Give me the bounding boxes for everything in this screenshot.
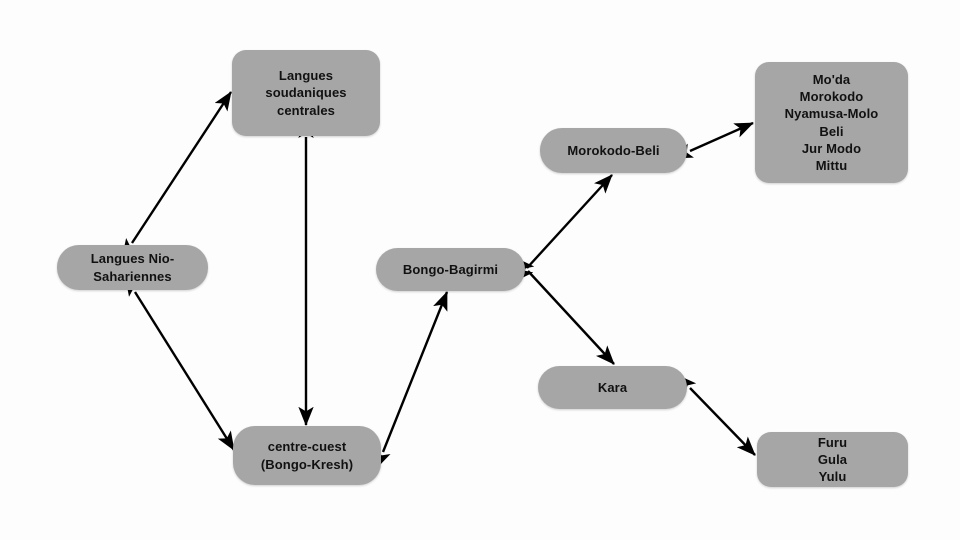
node-morokodo-beli[interactable]: Morokodo-Beli xyxy=(540,128,687,173)
node-label-kara: Kara xyxy=(597,379,628,395)
edge-kara-to-furu-group xyxy=(677,374,756,456)
edge-morokodo-beli-to-moda-group xyxy=(673,121,754,159)
node-langues-soudaniques-centrales[interactable]: Langues soudaniques centrales xyxy=(232,50,380,136)
node-label-bongo-bagirmi: Bongo-Bagirmi xyxy=(402,261,499,277)
node-moda-group[interactable]: Mo'da Morokodo Nyamusa-Molo Beli Jur Mod… xyxy=(755,62,908,183)
node-furu-group[interactable]: Furu Gula Yulu xyxy=(757,432,908,487)
node-label-langues-soudaniques-centrales: Langues soudaniques centrales xyxy=(265,68,347,118)
edge-langues-nilo-sahariennes-to-langues-soudaniques-centrales xyxy=(121,91,233,259)
node-label-furu-group: Furu Gula Yulu xyxy=(817,434,848,485)
node-kara[interactable]: Kara xyxy=(538,366,687,409)
node-label-morokodo-beli: Morokodo-Beli xyxy=(567,142,660,158)
node-centre-ouest-bongo-kresh[interactable]: centre-cuest (Bongo-Kresh) xyxy=(233,426,381,485)
edge-langues-nilo-sahariennes-to-centre-ouest-bongo-kresh xyxy=(125,276,236,451)
node-label-langues-nilo-sahariennes: Langues Nio- Sahariennes xyxy=(90,251,175,284)
edge-centre-ouest-bongo-kresh-to-bongo-bagirmi xyxy=(376,291,449,469)
edge-bongo-bagirmi-to-kara xyxy=(515,257,615,365)
node-langues-nilo-sahariennes[interactable]: Langues Nio- Sahariennes xyxy=(57,245,208,290)
node-label-moda-group: Mo'da Morokodo Nyamusa-Molo Beli Jur Mod… xyxy=(784,72,879,173)
edge-bongo-bagirmi-to-morokodo-beli xyxy=(514,174,613,282)
node-bongo-bagirmi[interactable]: Bongo-Bagirmi xyxy=(376,248,525,291)
node-label-centre-ouest-bongo-kresh: centre-cuest (Bongo-Kresh) xyxy=(260,439,354,472)
